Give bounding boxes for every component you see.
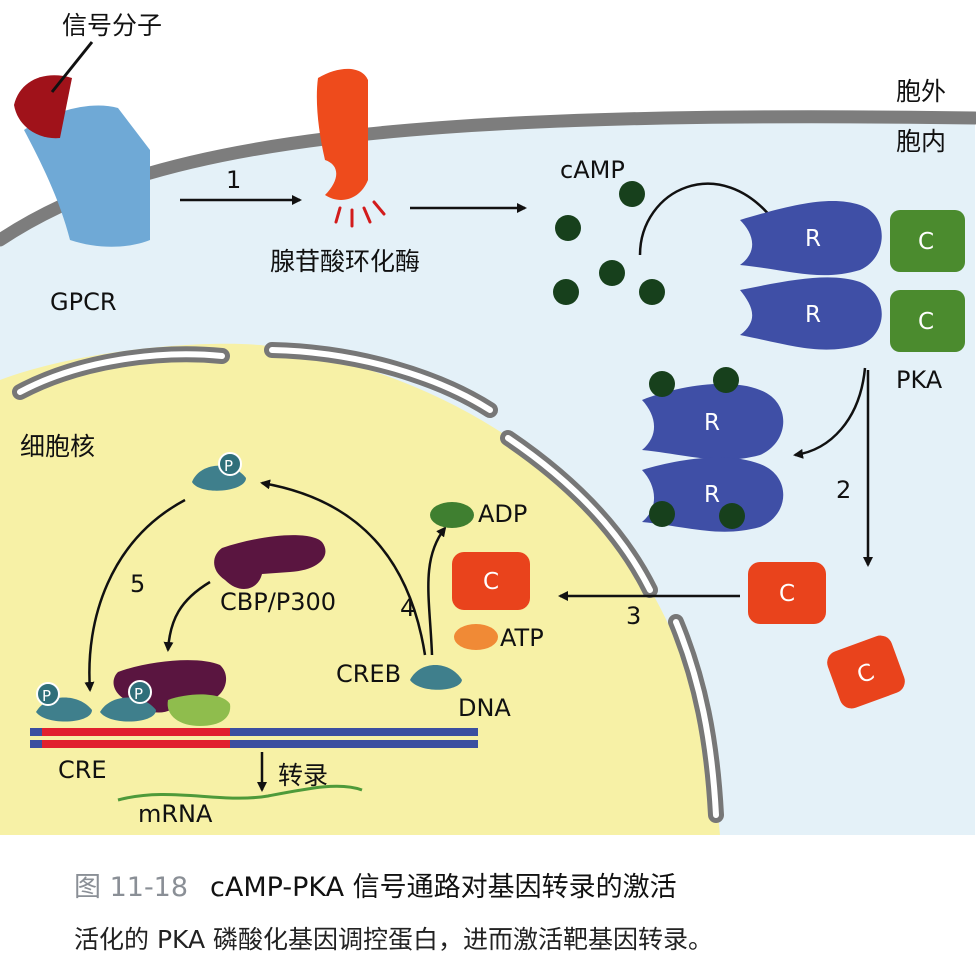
figure-number: 图 11-18: [74, 872, 189, 903]
nuclear-catalytic-subunit: [452, 552, 530, 610]
regulatory-letter: R: [704, 410, 720, 436]
atp-label: ATP: [500, 624, 544, 652]
step-5-label: 5: [130, 570, 145, 598]
step-1-label: 1: [226, 166, 241, 194]
figure-caption: 图 11-18 cAMP-PKA 信号通路对基因转录的激活: [74, 865, 677, 904]
figure-subtitle: 活化的 PKA 磷酸化基因调控蛋白，进而激活靶基因转录。: [74, 925, 714, 954]
camp-molecules: [553, 181, 665, 305]
regulatory-letter: R: [704, 482, 720, 508]
creb-protein: [410, 665, 462, 690]
bound-phospho-creb: [36, 680, 156, 722]
phosphate-letter: P: [42, 687, 51, 705]
signal-molecule: [14, 75, 72, 139]
step-2-label: 2: [836, 476, 851, 504]
signal-molecule-label: 信号分子: [62, 11, 162, 40]
gpcr-receptor: [24, 105, 150, 247]
pka-catalytic-subunit: [890, 210, 965, 272]
outside-label: 胞外: [896, 77, 946, 106]
mrna-label: mRNA: [138, 800, 213, 828]
arrow-step-5: [84, 498, 186, 692]
regulatory-letter: R: [805, 226, 821, 252]
camp-label: cAMP: [560, 156, 625, 184]
dna-label: DNA: [458, 694, 511, 722]
coactivator-green: [167, 694, 231, 726]
atp-molecule: [454, 624, 498, 650]
gpcr-label: GPCR: [50, 288, 117, 316]
arrow-step-4: [427, 526, 447, 656]
mrna-strand: [117, 784, 363, 802]
pka-catalytic-subunit: [890, 290, 965, 352]
phosphate-letter: P: [134, 685, 143, 703]
adp-molecule: [430, 502, 474, 528]
catalytic-letter: C: [779, 581, 795, 607]
step-3-label: 3: [626, 602, 641, 630]
regulatory-letter: R: [805, 302, 821, 328]
dna-strand: [30, 728, 478, 748]
pka-label: PKA: [896, 366, 943, 394]
free-catalytic-subunit: [827, 635, 905, 709]
step-4-label: 4: [400, 594, 415, 622]
catalytic-letter: C: [918, 229, 934, 255]
figure-title: cAMP-PKA 信号通路对基因转录的激活: [210, 872, 677, 903]
cre-element: [42, 728, 230, 736]
adp-label: ADP: [478, 500, 527, 528]
transcription-label: 转录: [278, 761, 328, 790]
signal-label-pointer: [50, 41, 94, 93]
creb-label: CREB: [336, 660, 401, 688]
pka-regulatory-subunit: [740, 277, 882, 350]
catalytic-letter: C: [918, 309, 934, 335]
pathway-arrows: [84, 182, 873, 792]
catalytic-letter: C: [483, 569, 499, 595]
pka-regulatory-subunit: [740, 200, 882, 276]
arrow-cbp-down: [163, 580, 211, 652]
arrow-creb-up: [260, 479, 427, 656]
arrow-camp-to-pka: [638, 182, 777, 256]
cre-label: CRE: [58, 756, 107, 784]
adenylyl-cyclase: [316, 68, 368, 200]
cyclase-activity-marks: [334, 200, 386, 228]
cbp-p300-protein: [214, 535, 326, 589]
arrow-step-2-curve: [793, 367, 867, 459]
nuclear-envelope: [12, 342, 724, 823]
phosphate-letter: P: [224, 457, 233, 475]
regulatory-dimer-camp: [642, 367, 784, 532]
inside-label: 胞内: [896, 127, 946, 156]
pka-holoenzyme: [740, 200, 965, 352]
cbp-p300-label: CBP/P300: [220, 588, 336, 616]
free-catalytic-subunit: [748, 562, 826, 624]
phosphate-group: [218, 452, 242, 476]
adenylyl-cyclase-label: 腺苷酸环化酶: [270, 247, 420, 276]
nucleus-label: 细胞核: [20, 432, 95, 461]
